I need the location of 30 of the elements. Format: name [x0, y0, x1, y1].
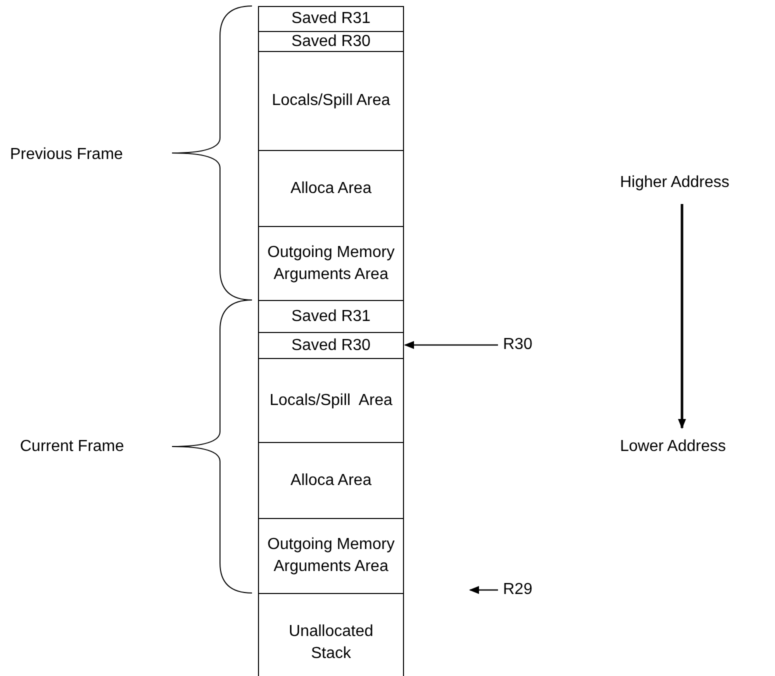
slot-label: Locals/Spill Area	[272, 91, 390, 111]
stack-slot	[258, 518, 404, 594]
pointer-arrow	[404, 341, 498, 349]
slot-label: Alloca Area	[290, 178, 372, 198]
direction-label: Lower Address	[620, 437, 726, 457]
slot-label: Saved R31	[291, 9, 371, 29]
slot-label: Saved R31	[291, 306, 371, 326]
slot-label: Saved R30	[291, 336, 371, 356]
slot-label: Unallocated Stack	[288, 622, 374, 664]
register-label: R30	[503, 335, 532, 355]
pointer-arrow	[469, 586, 498, 594]
stack-slot	[258, 442, 404, 519]
register-label: R29	[503, 580, 532, 600]
stack-slot	[258, 332, 404, 359]
stack-slot	[258, 226, 404, 301]
slot-label: Outgoing Memory Arguments Area	[266, 535, 396, 577]
frame-label: Current Frame	[20, 437, 124, 457]
stack-slot	[258, 358, 404, 443]
stack-slot	[258, 31, 404, 52]
slot-label: Saved R30	[291, 32, 371, 52]
stack-slot	[258, 6, 404, 32]
stack-slot	[258, 51, 404, 151]
slot-label: Alloca Area	[290, 470, 372, 490]
stack-slot	[258, 300, 404, 333]
slot-label: Locals/Spill Area	[270, 390, 392, 410]
frame-label: Previous Frame	[10, 145, 123, 165]
stack-slot	[258, 150, 404, 227]
stack-slot	[258, 593, 404, 676]
direction-label: Higher Address	[620, 173, 730, 193]
slot-label: Outgoing Memory Arguments Area	[266, 242, 396, 284]
